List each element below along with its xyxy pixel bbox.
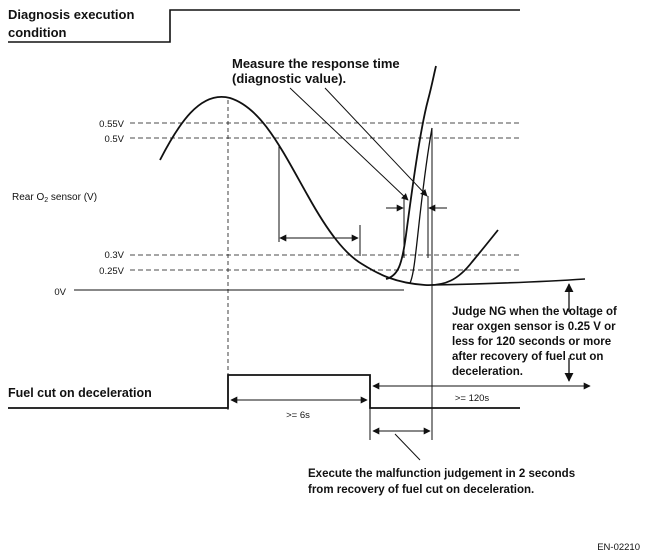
diagnosis-condition-signal xyxy=(8,9,520,43)
tick-0-25v: 0.25V xyxy=(99,266,124,277)
execute-note-line2: from recovery of fuel cut on deceleratio… xyxy=(308,484,534,496)
judge-window-label: >= 120s xyxy=(455,393,490,404)
judge-note-line1: Judge NG when the voltage of xyxy=(452,306,617,318)
tick-0-3v: 0.3V xyxy=(104,250,124,261)
sensor-tail-line xyxy=(431,278,586,286)
response-spike-inner-curve xyxy=(409,127,433,284)
figure-code: EN-02210 xyxy=(597,542,640,553)
fuel-cut-signal xyxy=(8,374,520,409)
rear-o2-sensor-waveform xyxy=(159,95,499,286)
sensor-axis-label: Rear O2 sensor (V) xyxy=(12,192,97,204)
execute-note-leader xyxy=(394,433,421,461)
response-spike-curve xyxy=(385,65,437,280)
judge-note-line2: rear oxgen sensor is 0.25 V or xyxy=(452,321,616,333)
tick-0-55v: 0.55V xyxy=(99,119,124,130)
measure-pointer-arrow-2 xyxy=(324,87,428,197)
execute-note-line1: Execute the malfunction judgement in 2 s… xyxy=(308,468,575,480)
judge-note-line3: less for 120 seconds or more xyxy=(452,336,611,348)
tick-0-5v: 0.5V xyxy=(104,134,124,145)
measure-note-line1: Measure the response time xyxy=(232,56,400,71)
judge-note-line4: after recovery of fuel cut on xyxy=(452,351,603,363)
measure-pointer-arrow-1 xyxy=(289,87,409,201)
fuel-cut-label: Fuel cut on deceleration xyxy=(8,386,152,400)
diagnosis-condition-label-line2: condition xyxy=(8,25,67,40)
measure-note-line2: (diagnostic value). xyxy=(232,71,346,86)
threshold-lines xyxy=(130,122,520,271)
diagnosis-condition-label-line1: Diagnosis execution xyxy=(8,7,134,22)
tick-0v: 0V xyxy=(54,287,66,298)
judge-note-line5: deceleration. xyxy=(452,366,523,378)
min-duration-label: >= 6s xyxy=(286,410,310,421)
